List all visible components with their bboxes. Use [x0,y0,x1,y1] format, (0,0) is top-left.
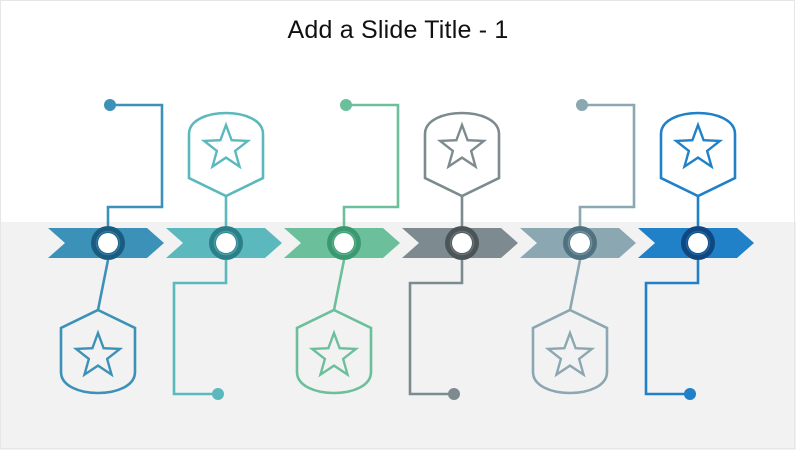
timeline-node-5[interactable] [563,226,597,260]
node-mid-ring-4 [449,230,475,256]
timeline-nodes-group [91,226,715,260]
connector-line-bottom-5 [568,259,582,311]
connector-dot-bottom-4 [448,388,460,400]
connector-line-bottom-1 [96,259,110,311]
connector-dot-top-3 [340,99,352,111]
badge-star-4[interactable] [423,111,501,198]
timeline-connectors-group [96,99,700,400]
badge-shield-outline-6 [659,111,737,198]
node-center-6 [688,233,708,253]
connector-dot-top-5 [576,99,588,111]
badge-star-1[interactable] [59,308,137,395]
badge-shield-outline-1 [59,308,137,395]
badge-star-2[interactable] [187,111,265,198]
node-mid-ring-3 [331,230,357,256]
badge-star-5[interactable] [531,308,609,395]
timeline-node-4[interactable] [445,226,479,260]
star-outline-icon-5 [544,329,596,378]
node-center-5 [570,233,590,253]
node-center-4 [452,233,472,253]
connector-dot-bottom-6 [684,388,696,400]
connector-line-bottom-6 [644,260,700,396]
node-center-3 [334,233,354,253]
connector-line-bottom-2 [172,260,228,396]
connector-line-bottom-4 [408,260,464,396]
page-title: Add a Slide Title - 1 [287,16,509,44]
badge-star-3[interactable] [295,308,373,395]
connector-dot-top-1 [104,99,116,111]
timeline-node-1[interactable] [91,226,125,260]
timeline-arrows-group [48,228,754,258]
timeline-badges-group [59,111,737,395]
star-outline-icon-2 [200,121,252,170]
star-outline-icon-4 [436,121,488,170]
star-outline-icon-1 [72,329,124,378]
node-mid-ring-1 [95,230,121,256]
node-mid-ring-2 [213,230,239,256]
badge-shield-outline-3 [295,308,373,395]
badge-shield-outline-4 [423,111,501,198]
badge-shield-outline-5 [531,308,609,395]
star-outline-icon-3 [308,329,360,378]
node-mid-ring-5 [567,230,593,256]
background-band-bottom [0,222,796,450]
timeline-node-6[interactable] [681,226,715,260]
connector-line-bottom-3 [332,259,346,311]
connector-line-top-3 [342,103,400,226]
timeline-node-3[interactable] [327,226,361,260]
node-center-1 [98,233,118,253]
connector-line-top-1 [106,103,164,226]
timeline-node-2[interactable] [209,226,243,260]
badge-shield-outline-2 [187,111,265,198]
node-mid-ring-6 [685,230,711,256]
connector-line-top-5 [578,103,636,226]
connector-dot-bottom-2 [212,388,224,400]
node-center-2 [216,233,236,253]
badge-star-6[interactable] [659,111,737,198]
star-outline-icon-6 [672,121,724,170]
